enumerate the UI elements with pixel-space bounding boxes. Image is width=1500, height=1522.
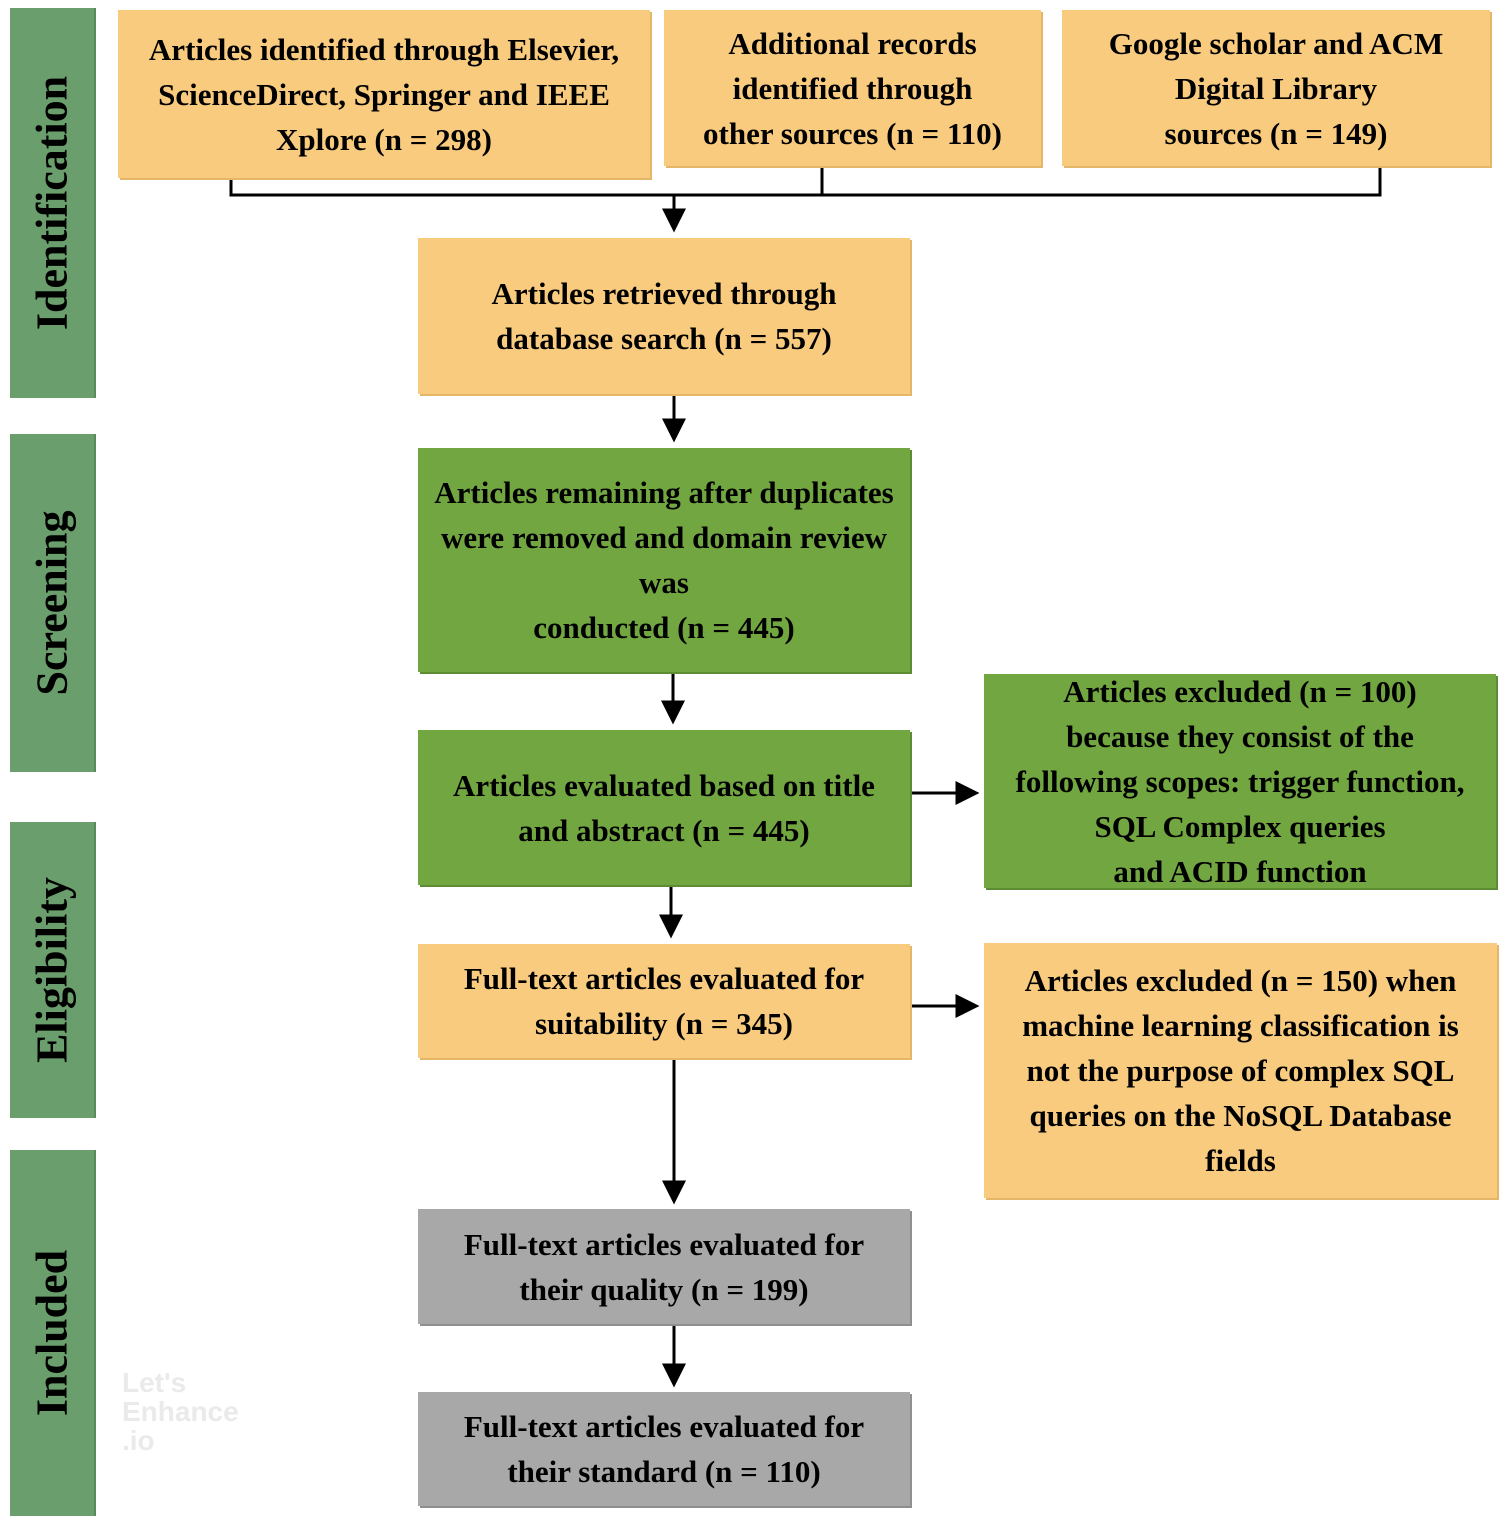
box-after-duplicates-text: Articles remaining after duplicates were…: [434, 475, 894, 645]
box-retrieved: Articles retrieved through database sear…: [418, 238, 910, 394]
box-title-abstract: Articles evaluated based on title and ab…: [418, 730, 910, 885]
box-source-google: Google scholar and ACM Digital Library s…: [1062, 10, 1490, 166]
phase-eligibility: Eligibility: [10, 822, 96, 1118]
watermark-text: Let's Enhance .io: [122, 1367, 239, 1456]
box-standard: Full-text articles evaluated for their s…: [418, 1392, 910, 1506]
box-source-elsevier-text: Articles identified through Elsevier, Sc…: [148, 31, 620, 157]
box-source-elsevier: Articles identified through Elsevier, Sc…: [118, 10, 650, 178]
box-standard-text: Full-text articles evaluated for their s…: [463, 1409, 865, 1489]
box-quality-text: Full-text articles evaluated for their q…: [463, 1226, 865, 1307]
phase-included: Included: [10, 1150, 96, 1516]
box-excluded-150-text: Articles excluded (n = 150) when machine…: [1022, 963, 1459, 1178]
box-retrieved-text: Articles retrieved through database sear…: [491, 276, 837, 356]
merge-bracket-line: [229, 168, 1382, 197]
box-excluded-100: Articles excluded (n = 100) because they…: [984, 674, 1496, 889]
watermark: Let's Enhance .io: [122, 1368, 272, 1455]
box-fulltext-suitability-text: Full-text articles evaluated for suitabi…: [463, 961, 865, 1041]
box-fulltext-suitability: Full-text articles evaluated for suitabi…: [418, 944, 910, 1058]
box-after-duplicates: Articles remaining after duplicates were…: [418, 448, 910, 672]
phase-identification: Identification: [10, 8, 96, 398]
box-source-additional: Additional records identified through ot…: [664, 10, 1041, 166]
box-excluded-150: Articles excluded (n = 150) when machine…: [984, 943, 1497, 1198]
box-excluded-100-text: Articles excluded (n = 100) because they…: [1015, 673, 1465, 889]
phase-screening: Screening: [10, 434, 96, 772]
box-source-google-text: Google scholar and ACM Digital Library s…: [1108, 25, 1444, 151]
box-source-additional-text: Additional records identified through ot…: [703, 25, 1002, 151]
box-title-abstract-text: Articles evaluated based on title and ab…: [453, 767, 875, 848]
box-quality: Full-text articles evaluated for their q…: [418, 1209, 910, 1324]
